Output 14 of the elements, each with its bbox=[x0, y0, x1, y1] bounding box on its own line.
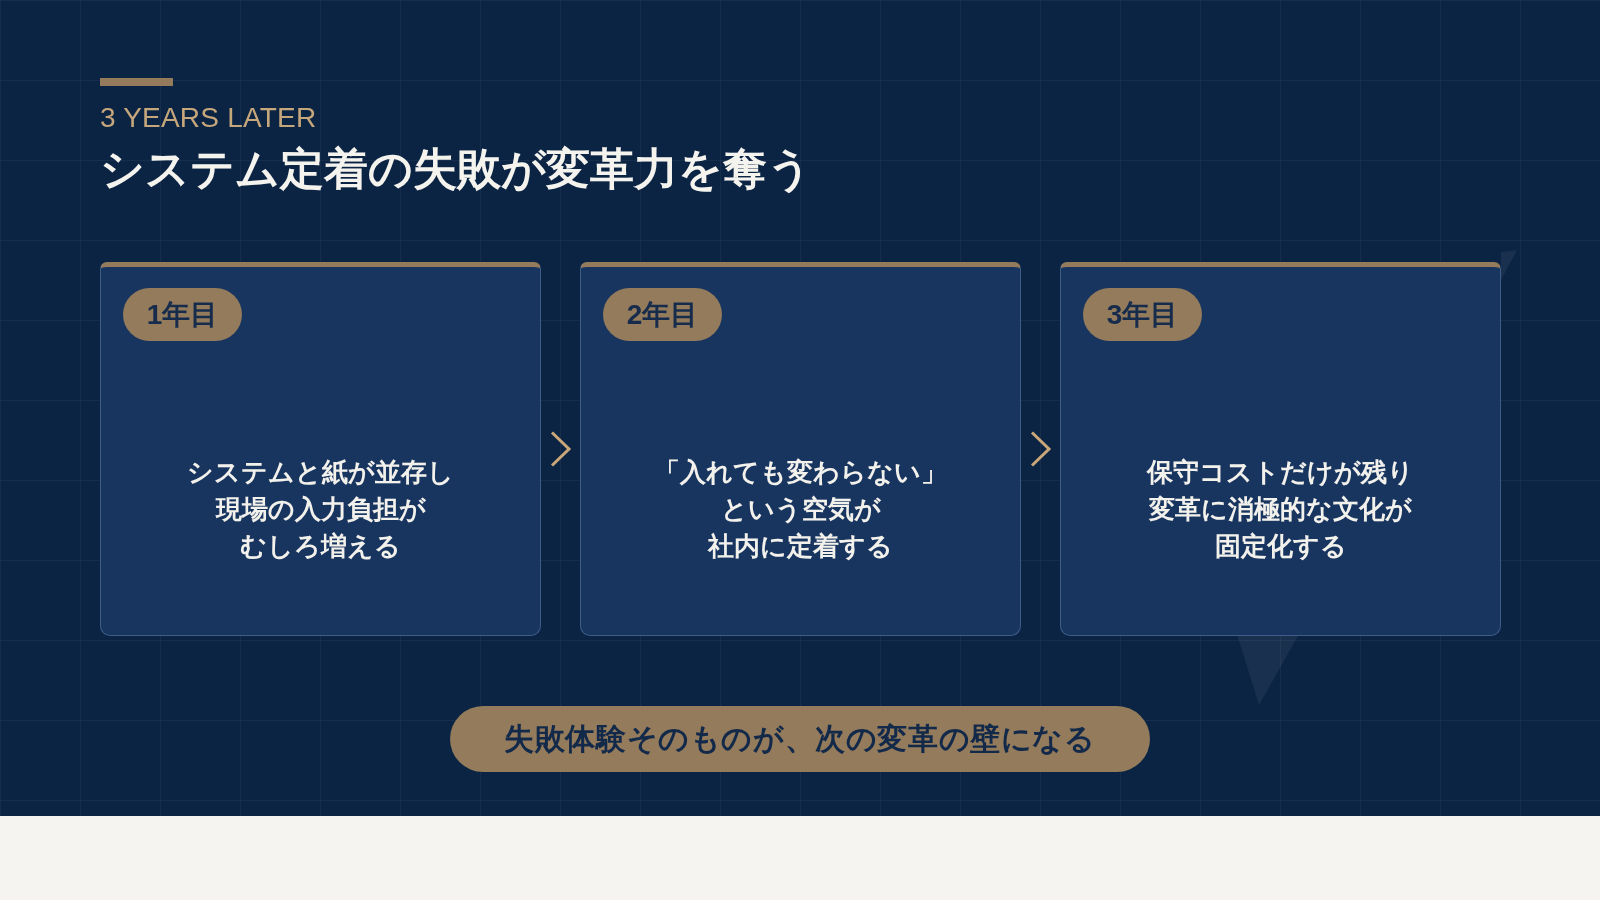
year-tag: 2年目 bbox=[603, 288, 722, 341]
step-description: システムと紙が並存し現場の入力負担がむしろ増える bbox=[186, 455, 455, 563]
step-card bbox=[1060, 262, 1501, 636]
step-description: 保守コストだけが残り変革に消極的な文化が固定化する bbox=[1145, 455, 1415, 563]
chevron-arrow bbox=[550, 431, 572, 467]
year-tag: 3年目 bbox=[1083, 288, 1202, 341]
step-card bbox=[580, 262, 1021, 636]
step-card bbox=[100, 262, 541, 636]
step-description: 「入れても変わらない」という空気が社内に定着する bbox=[653, 455, 948, 563]
eyebrow-label: 3 YEARS LATER bbox=[100, 101, 317, 135]
slide-title: システム定着の失敗が変革力を奪う bbox=[100, 143, 812, 195]
chevron-arrow bbox=[1030, 431, 1052, 467]
year-tag: 1年目 bbox=[123, 288, 242, 341]
conclusion-banner: 失敗体験そのものが、次の変革の壁になる bbox=[450, 706, 1150, 772]
